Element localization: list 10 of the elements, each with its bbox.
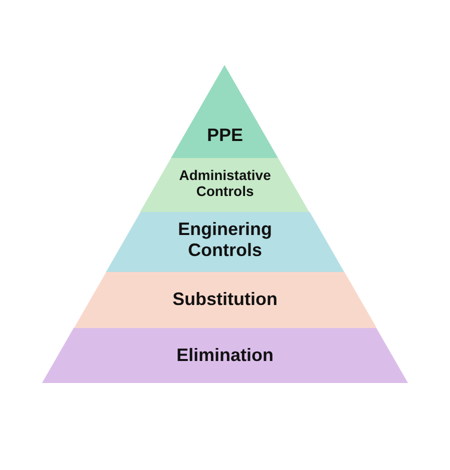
tier-label: Administative Controls xyxy=(178,167,272,200)
pyramid-tier xyxy=(74,272,376,328)
pyramid-tier xyxy=(106,212,344,272)
pyramid-tier xyxy=(140,158,310,212)
pyramid-tier xyxy=(42,328,408,383)
tier-label: Enginering Controls xyxy=(176,219,273,260)
tier-label: Elimination xyxy=(175,345,274,366)
tier-label: Substitution xyxy=(171,289,278,310)
tier-label: PPE xyxy=(206,125,244,146)
pyramid-tier xyxy=(171,65,278,158)
